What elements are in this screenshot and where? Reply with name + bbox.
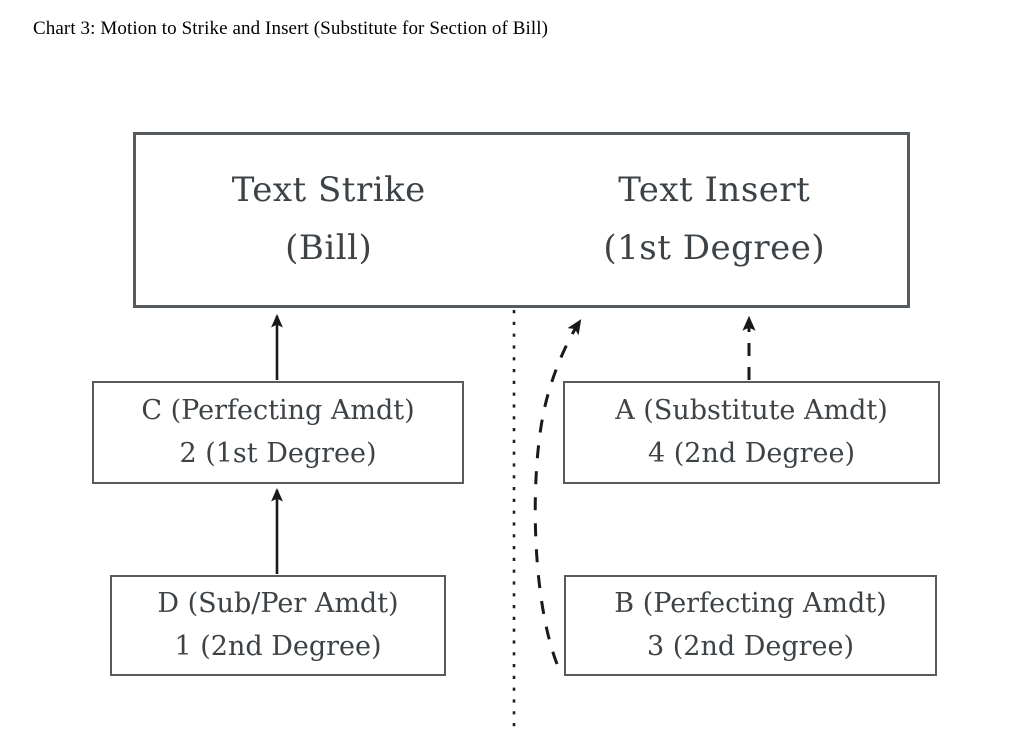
- node-text-insert[interactable]: Text Insert (1st Degree): [522, 135, 908, 305]
- node-amendment-b[interactable]: B (Perfecting Amdt) 3 (2nd Degree): [564, 575, 937, 676]
- node-amendment-c-line2: 2 (1st Degree): [179, 437, 377, 469]
- node-text-strike[interactable]: Text Strike (Bill): [136, 135, 522, 305]
- node-text-strike-line2: (Bill): [285, 228, 373, 268]
- node-amendment-a-line1: A (Substitute Amdt): [615, 395, 888, 427]
- node-amendment-d-line2: 1 (2nd Degree): [174, 630, 382, 662]
- node-text-strike-line1: Text Strike: [231, 170, 426, 211]
- node-amendment-b-line2: 3 (2nd Degree): [646, 630, 855, 662]
- node-amendment-a-line2: 4 (2nd Degree): [647, 437, 856, 469]
- node-amendment-c-line1: C (Perfecting Amdt): [141, 395, 415, 427]
- node-text-insert-line2: (1st Degree): [603, 228, 826, 268]
- node-amendment-b-line1: B (Perfecting Amdt): [614, 588, 887, 620]
- node-amendment-c[interactable]: C (Perfecting Amdt) 2 (1st Degree): [92, 381, 464, 484]
- node-amendment-d-line1: D (Sub/Per Amdt): [157, 588, 399, 620]
- page-title: Chart 3: Motion to Strike and Insert (Su…: [33, 18, 549, 39]
- connector-b-to-text-insert: [533, 319, 582, 665]
- node-amendment-d[interactable]: D (Sub/Per Amdt) 1 (2nd Degree): [110, 575, 446, 676]
- node-top-combined[interactable]: Text Strike (Bill) Text Insert (1st Degr…: [133, 132, 910, 308]
- node-amendment-a[interactable]: A (Substitute Amdt) 4 (2nd Degree): [563, 381, 940, 484]
- node-text-insert-line1: Text Insert: [618, 170, 811, 211]
